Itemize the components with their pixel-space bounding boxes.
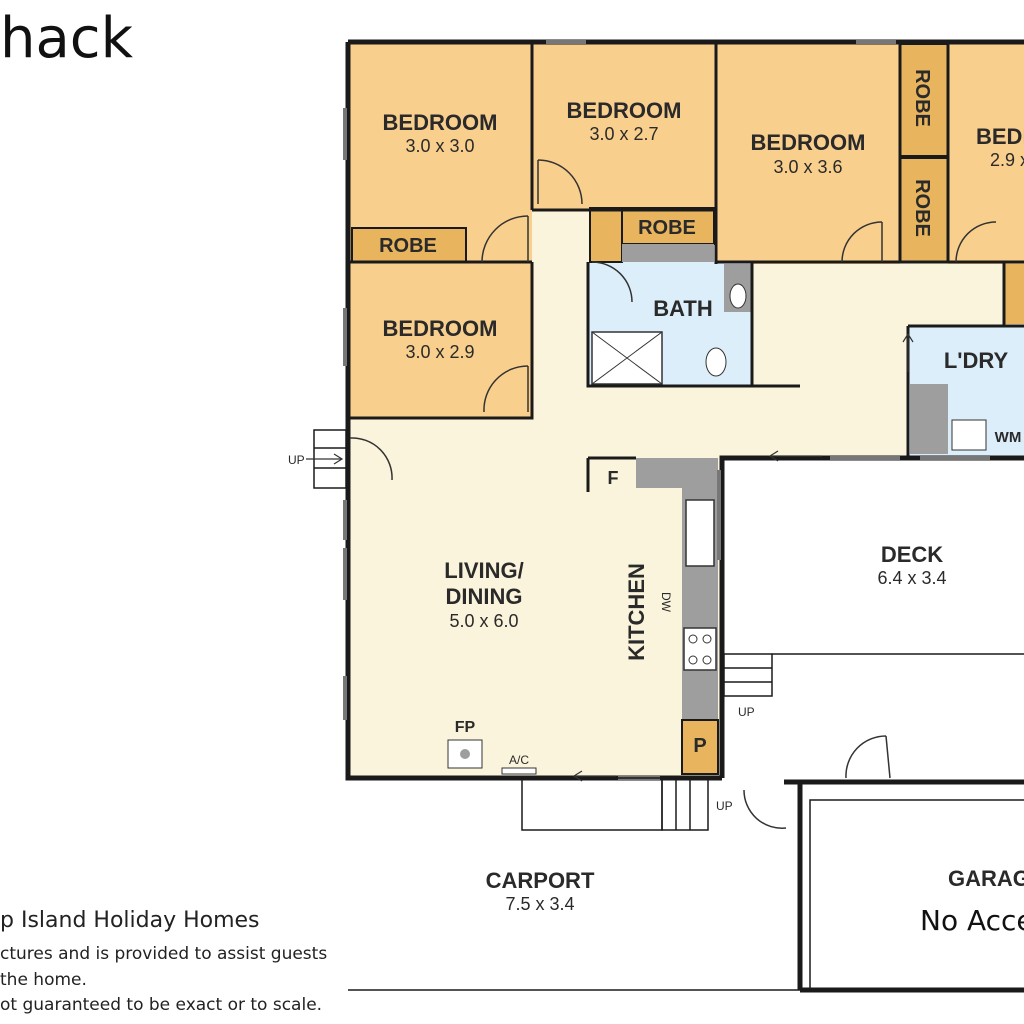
pantry [681,719,719,775]
bath-label: BATH [653,296,712,321]
garage-note: No Acce [920,904,1024,937]
right-closet [1004,264,1024,324]
robe-bottom-right [899,157,949,263]
ac-unit [501,767,537,775]
deck-label: DECK [881,542,943,567]
bedroom4-label: BEDR [976,124,1024,149]
bedroom3-label: BEDROOM [751,130,866,155]
robe-bedroom2 [621,207,715,245]
deck-floor [724,458,1024,778]
credit-line: p Island Holiday Homes [0,908,260,933]
ac-label: A/C [509,753,529,767]
bedroom1-label: BEDROOM [383,110,498,135]
sink-outline [685,499,715,567]
bedroom4-size: 2.9 x [990,150,1024,170]
laundry-tub [951,419,987,451]
robe-label-4: ROBE [911,179,933,237]
dishwasher-label: DW [659,592,673,613]
plan-title: hack [0,6,134,71]
carport-size: 7.5 x 3.4 [505,894,574,914]
washing-machine-label: WM [995,429,1022,446]
living-size: 5.0 x 6.0 [449,611,518,631]
robe-label-2: ROBE [638,217,696,239]
kitchen-label: KITCHEN [624,563,649,661]
bedroom2-floor [532,42,716,210]
cooktop [683,627,717,671]
bedroom4-floor [948,42,1024,264]
bedroom3-size: 3.0 x 3.6 [773,157,842,177]
fireplace-label: FP [455,719,476,736]
note-line-2: the home. [0,970,87,990]
bedroom5-floor [348,262,532,418]
robe-label-1: ROBE [379,235,437,257]
bench-under-robe [622,244,714,262]
bedroom5-size: 3.0 x 2.9 [405,342,474,362]
bedroom1-size: 3.0 x 3.0 [405,136,474,156]
bedroom3-floor [716,42,900,264]
laundry-bench [910,384,948,454]
steps-up-label-3: UP [716,799,733,813]
steps-up-label-2: UP [738,705,755,719]
robe-label-3: ROBE [911,69,933,127]
bedroom2-size: 3.0 x 2.7 [589,124,658,144]
bedroom5-label: BEDROOM [383,316,498,341]
pantry-label: P [693,735,706,757]
steps-up-label-1: UP [288,453,305,467]
note-line-3: ot guaranteed to be exact or to scale. [0,995,323,1015]
robe-bath-edge [589,207,623,263]
fridge-label: F [608,468,619,488]
robe-bedroom1 [351,227,467,263]
carport-label: CARPORT [486,868,595,893]
laundry-label: L'DRY [944,348,1009,373]
bedroom2-label: BEDROOM [567,98,682,123]
toilet [705,347,727,377]
living-label-2: DINING [446,584,523,609]
kitchen-bench [636,458,718,488]
garage-label: GARAGE [948,866,1024,891]
living-label-1: LIVING/ [444,558,523,583]
deck-size: 6.4 x 3.4 [877,568,946,588]
note-line-1: ctures and is provided to assist guests [0,944,328,964]
